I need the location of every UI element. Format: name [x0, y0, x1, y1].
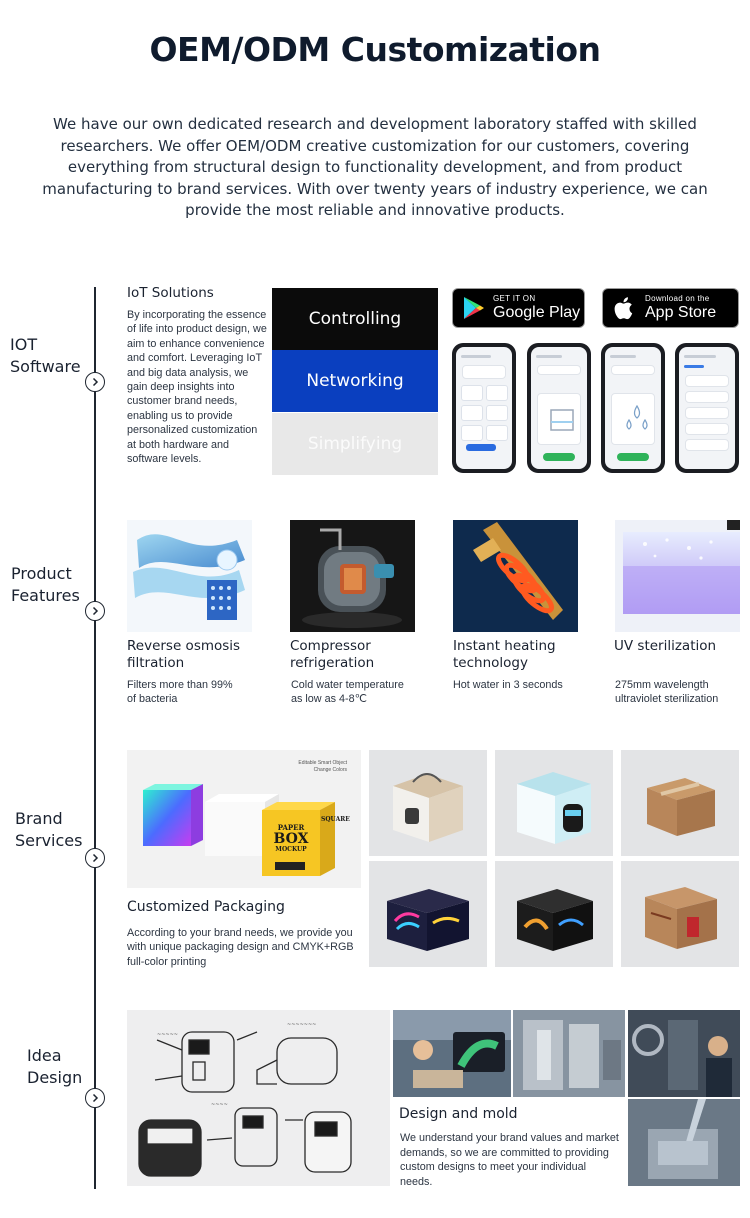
iot-heading: IoT Solutions	[127, 285, 214, 301]
iot-description: By incorporating the essence of life int…	[127, 309, 267, 466]
google-play-badge[interactable]: GET IT ON Google Play	[452, 288, 585, 328]
feature-description: Filters more than 99% of bacteria	[127, 679, 233, 706]
phone-screen	[605, 347, 661, 469]
section-label-iot: IOT Software	[10, 334, 81, 378]
packaging-photo	[621, 861, 739, 967]
google-play-small-label: GET IT ON	[493, 294, 536, 303]
intro-paragraph: We have our own dedicated research and d…	[42, 115, 708, 219]
feature-desc-line: as low as 4-8℃	[291, 692, 367, 705]
idea-heading: Design and mold	[399, 1106, 518, 1122]
feature-title-line: Reverse osmosis	[127, 638, 241, 654]
feature-desc-line: Filters more than 99%	[127, 679, 233, 691]
svg-text:~~~~~: ~~~~~	[157, 1032, 178, 1038]
mockup-box-text: BOX	[273, 831, 309, 847]
feature-title-line: Compressor	[290, 638, 371, 654]
packaging-mockup-image: Editable Smart Object Change Colors PAPE…	[127, 750, 361, 888]
section-label-line: Brand	[15, 809, 63, 828]
brand-heading: Customized Packaging	[127, 899, 285, 915]
mockup-box-text: PAPER	[277, 823, 305, 832]
feature-title: Reverse osmosis filtration	[127, 638, 240, 672]
instant-heating-image	[453, 520, 578, 632]
chevron-right-icon[interactable]	[85, 372, 105, 392]
feature-title-line: refrigeration	[290, 655, 375, 671]
mockup-box-text: MOCKUP	[275, 846, 307, 853]
phone-mockup	[675, 343, 739, 473]
phone-mockup	[452, 343, 516, 473]
packaging-photo	[369, 861, 487, 967]
chevron-right-icon[interactable]	[85, 601, 105, 621]
app-store-badge[interactable]: Download on the App Store	[602, 288, 739, 328]
packaging-photo	[369, 750, 487, 856]
feature-description: Hot water in 3 seconds	[453, 679, 563, 693]
brand-description: According to your brand needs, we provid…	[127, 927, 354, 968]
feature-title: Compressor refrigeration	[290, 638, 374, 672]
feature-title-line: filtration	[127, 655, 185, 671]
mockup-box-text: SQUARE	[321, 816, 350, 823]
feature-desc-line: Hot water in 3 seconds	[453, 679, 563, 691]
cnc-engineer-photo	[628, 1010, 740, 1097]
feature-desc-line: Cold water temperature	[291, 679, 404, 691]
feature-desc-line: 275mm wavelength	[615, 679, 709, 691]
section-label-line: IOT	[10, 335, 38, 354]
apple-icon	[614, 297, 633, 320]
svg-text:~~~~~~~: ~~~~~~~	[287, 1022, 316, 1028]
app-store-small-label: Download on the	[645, 294, 710, 303]
band-simplifying: Simplifying	[272, 413, 438, 475]
design-sketch-image: ~~~~~~~~~~~~~~~~	[127, 1010, 390, 1186]
feature-title-line: Instant heating	[453, 638, 556, 654]
section-label-line: Design	[27, 1068, 83, 1087]
phone-screen	[456, 347, 512, 469]
mold-workshop-photo	[513, 1010, 625, 1097]
chevron-right-icon[interactable]	[85, 848, 105, 868]
section-label-line: Services	[15, 831, 83, 850]
feature-desc-line: ultraviolet sterilization	[615, 692, 719, 705]
section-label-features: Product Features	[11, 563, 80, 607]
phone-screen	[679, 347, 735, 469]
compressor-image	[290, 520, 415, 632]
phone-mockup	[527, 343, 591, 473]
section-label-line: Idea	[27, 1046, 62, 1065]
feature-desc-line: of bacteria	[127, 692, 178, 705]
uv-sterilization-image	[615, 520, 740, 632]
page-title: OEM/ODM Customization	[149, 30, 601, 69]
section-label-brand: Brand Services	[15, 808, 82, 852]
app-store-big-label: App Store	[645, 304, 717, 321]
feature-description: Cold water temperature as low as 4-8℃	[291, 679, 404, 706]
idea-description: We understand your brand values and mark…	[400, 1132, 619, 1188]
reverse-osmosis-image	[127, 520, 252, 632]
packaging-photo	[495, 861, 613, 967]
google-play-big-label: Google Play	[493, 304, 581, 321]
machining-photo	[628, 1099, 740, 1186]
mockup-caption: Change Colors	[313, 767, 347, 773]
section-label-line: Product	[11, 564, 72, 583]
feature-title: Instant heating technology	[453, 638, 556, 672]
design-team-photo	[393, 1010, 511, 1097]
feature-title-line: UV sterilization	[614, 638, 717, 654]
feature-description: 275mm wavelength ultraviolet sterilizati…	[615, 679, 718, 706]
svg-text:~~~~: ~~~~	[211, 1102, 228, 1108]
section-label-line: Software	[10, 357, 81, 376]
phone-screen	[531, 347, 587, 469]
feature-title-line: technology	[453, 655, 528, 671]
packaging-photo	[621, 750, 739, 856]
mockup-caption: Editable Smart Object	[298, 760, 347, 766]
chevron-right-icon[interactable]	[85, 1088, 105, 1108]
timeline-line	[94, 287, 96, 1189]
section-label-idea: Idea Design	[27, 1045, 82, 1089]
section-label-line: Features	[11, 586, 80, 605]
feature-title: UV sterilization	[614, 638, 716, 655]
google-play-icon	[464, 297, 484, 319]
packaging-photo	[495, 750, 613, 856]
phone-mockup	[601, 343, 665, 473]
band-networking: Networking	[272, 350, 438, 412]
band-controlling: Controlling	[272, 288, 438, 350]
